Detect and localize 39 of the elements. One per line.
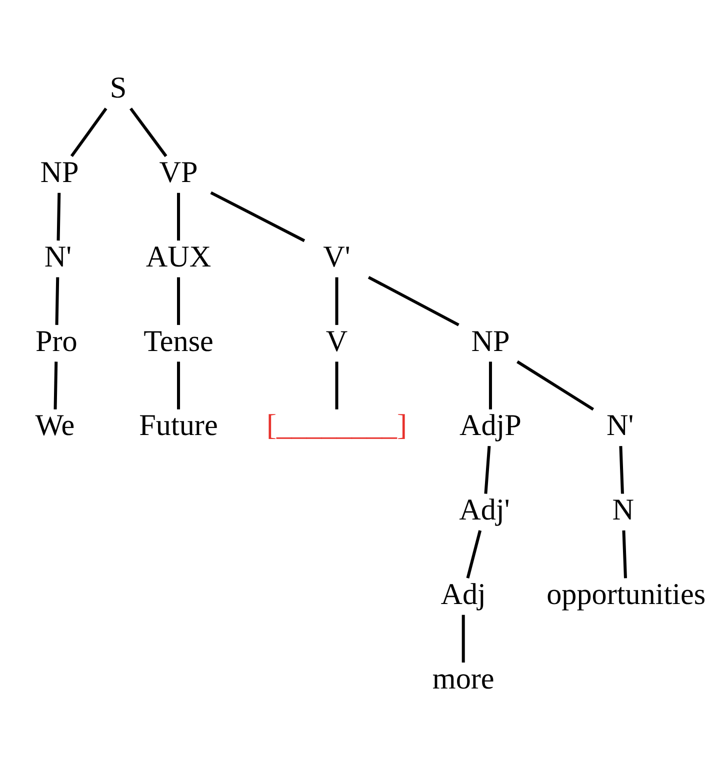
node-text: NP bbox=[40, 155, 79, 190]
connector bbox=[130, 108, 168, 158]
connector bbox=[335, 362, 338, 410]
connector bbox=[484, 446, 491, 494]
connector bbox=[516, 360, 594, 411]
connector bbox=[70, 108, 108, 158]
connector bbox=[466, 530, 482, 579]
node-text: [________] bbox=[266, 408, 408, 442]
node-text: N' bbox=[606, 408, 634, 442]
node-text: NP bbox=[471, 324, 510, 358]
connector bbox=[622, 530, 627, 578]
node-text: Future bbox=[139, 408, 218, 442]
node-text: more bbox=[432, 661, 494, 696]
node-text: N' bbox=[44, 239, 72, 274]
node-text: S bbox=[110, 70, 127, 105]
node-text: AUX bbox=[146, 239, 212, 274]
connector bbox=[177, 277, 180, 325]
node-text: Adj' bbox=[459, 492, 510, 527]
node-text: V' bbox=[323, 239, 350, 274]
node-text: AdjP bbox=[460, 408, 522, 442]
node-text: V bbox=[326, 324, 348, 358]
connector bbox=[177, 192, 180, 241]
connector bbox=[462, 614, 465, 663]
connector bbox=[54, 362, 58, 410]
node-text: Tense bbox=[144, 324, 214, 358]
connector bbox=[488, 362, 492, 410]
node-text: We bbox=[35, 408, 75, 442]
node-text: N bbox=[612, 492, 634, 527]
connector bbox=[368, 276, 460, 326]
connector bbox=[335, 277, 338, 325]
node-text: Adj bbox=[440, 577, 486, 612]
node-text: Pro bbox=[36, 324, 78, 358]
node-text: VP bbox=[159, 155, 198, 190]
connector bbox=[56, 192, 61, 241]
node-text: opportunities bbox=[546, 577, 706, 612]
connector bbox=[177, 362, 180, 410]
connector bbox=[210, 191, 306, 242]
connector bbox=[55, 277, 60, 325]
connector bbox=[619, 446, 624, 494]
